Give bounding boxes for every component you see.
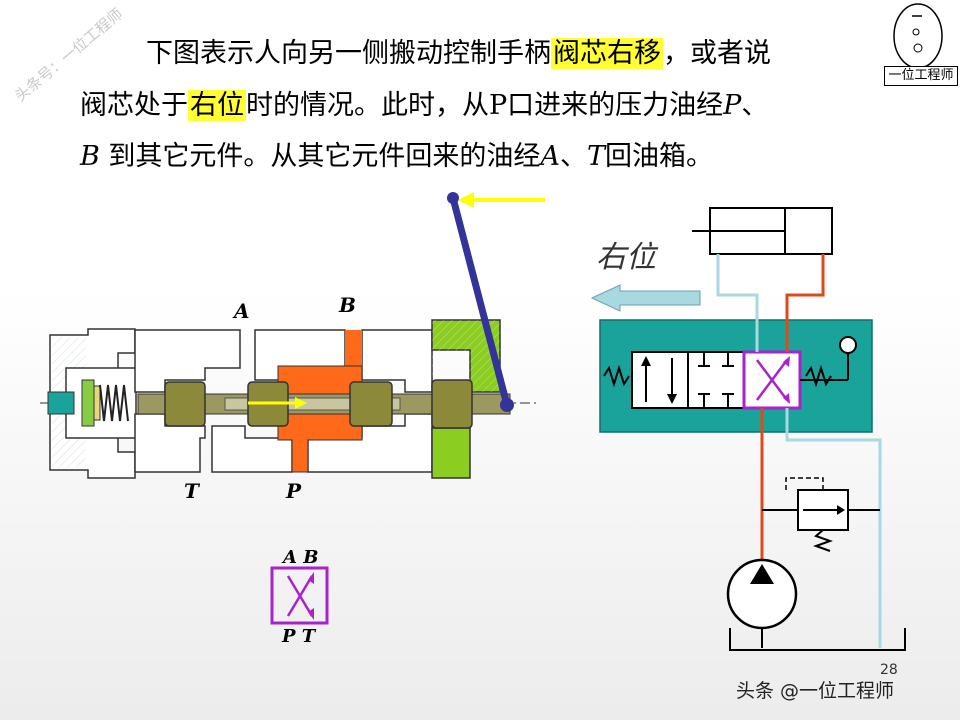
page-number: 28 bbox=[880, 662, 898, 678]
text-run: 阀芯处于 bbox=[80, 90, 188, 121]
text-run-italic: P bbox=[723, 90, 742, 121]
footer-credit: 头条 @一位工程师 bbox=[736, 680, 895, 702]
plug bbox=[47, 391, 75, 415]
paragraph-line-3: B 到其它元件。从其它元件回来的油经A、T回油箱。 bbox=[80, 131, 910, 182]
spool-land-4 bbox=[431, 379, 473, 429]
right-spring-icon bbox=[805, 364, 832, 388]
relief-spring-icon bbox=[813, 529, 833, 552]
pressure-line bbox=[760, 254, 825, 568]
spool-land-3 bbox=[349, 381, 393, 427]
text-run: 、 bbox=[559, 141, 587, 172]
text-run: 时的情况。此时，从P口进来的压力油经 bbox=[246, 90, 724, 121]
text-run: ，或者说 bbox=[663, 38, 771, 69]
port-a-label: A bbox=[232, 299, 250, 323]
valve-position-left bbox=[631, 351, 689, 409]
tank-icon bbox=[729, 628, 906, 651]
left-spring-icon bbox=[603, 364, 630, 388]
logo-label: 一位工程师 bbox=[884, 66, 958, 86]
highlight-right-position: 右位 bbox=[188, 90, 246, 121]
text-run: 到其它元件。从其它元件回来的油经 bbox=[99, 141, 541, 172]
actuator-cylinder bbox=[692, 207, 833, 255]
return-line bbox=[716, 254, 882, 648]
text-run-italic: T bbox=[586, 141, 605, 172]
control-handle[interactable] bbox=[447, 192, 514, 412]
text-run: 、 bbox=[741, 90, 769, 121]
text-run: 回油箱。 bbox=[604, 141, 713, 172]
position-label: 右位 bbox=[596, 240, 659, 275]
pump-icon bbox=[726, 558, 798, 648]
pressure-oil-path bbox=[277, 330, 363, 473]
spring bbox=[99, 384, 129, 422]
highlight-spool-right: 阀芯右移 bbox=[551, 38, 663, 69]
port-t-label: T bbox=[184, 479, 201, 503]
relief-valve bbox=[762, 477, 880, 552]
valve-symbol-small bbox=[270, 566, 329, 625]
text-run-italic: B bbox=[80, 141, 100, 172]
manual-lever-icon bbox=[800, 336, 857, 381]
spring-seat bbox=[81, 379, 95, 427]
paragraph-line-1: 下图表示人向另一侧搬动控制手柄阀芯右移，或者说 bbox=[80, 28, 910, 79]
symbol-top-labels: A B bbox=[281, 547, 318, 568]
spool-direction-arrow bbox=[248, 397, 307, 409]
symbol-bottom-labels: P T bbox=[281, 626, 317, 647]
handle-direction-arrow bbox=[458, 192, 545, 208]
logo-emblem bbox=[893, 3, 943, 69]
spool-land-1 bbox=[164, 381, 206, 427]
paragraph-line-2: 阀芯处于右位时的情况。此时，从P口进来的压力油经P、 bbox=[80, 80, 910, 131]
text-run: 下图表示人向另一侧搬动控制手柄 bbox=[146, 38, 551, 69]
port-p-label: P bbox=[285, 479, 302, 503]
valve-position-center bbox=[687, 351, 745, 409]
shift-direction-arrow bbox=[590, 284, 701, 312]
text-run-italic: A bbox=[540, 141, 560, 172]
port-b-label: B bbox=[338, 293, 356, 317]
